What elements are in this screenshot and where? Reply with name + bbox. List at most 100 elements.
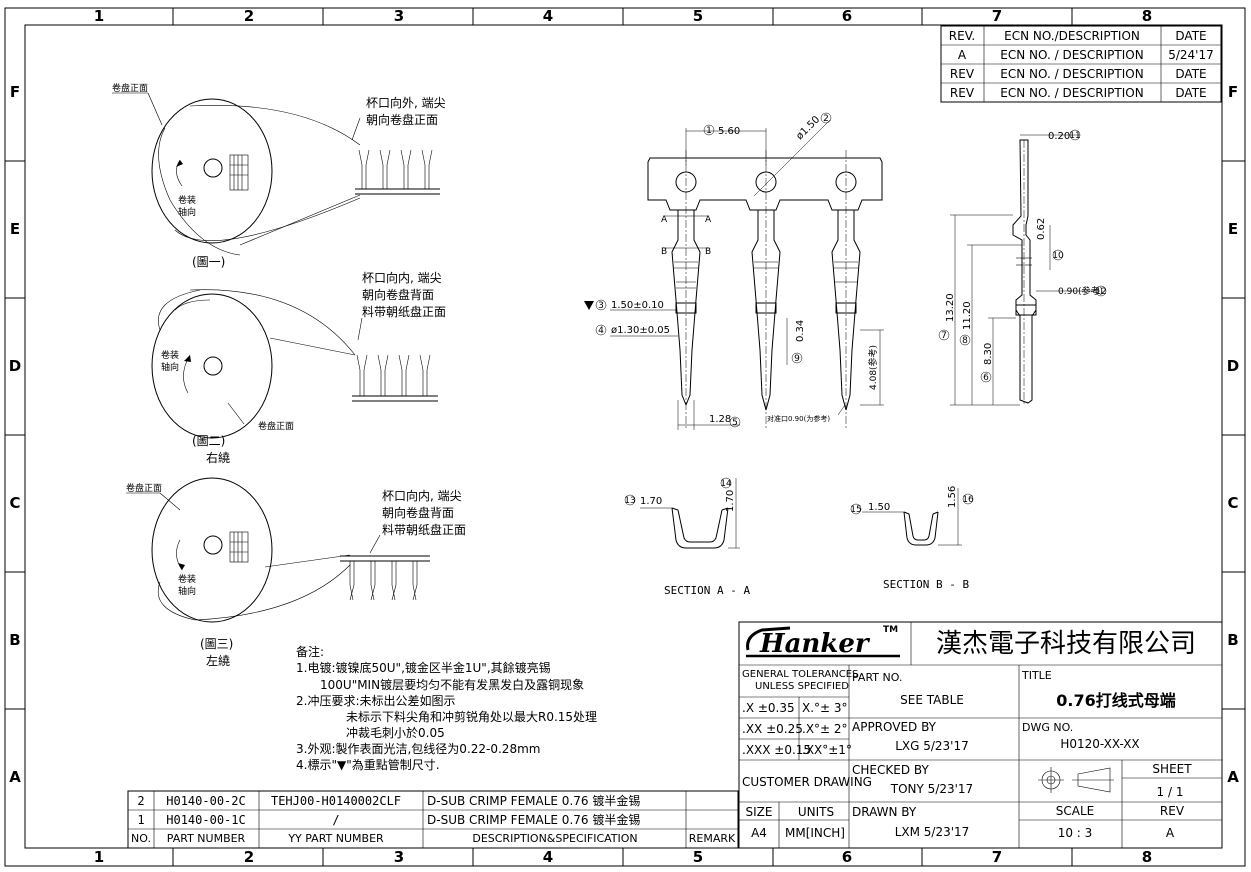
- col-label: 5: [693, 7, 703, 25]
- outer-border: [4, 7, 1246, 867]
- col-label: 8: [1142, 848, 1152, 866]
- tol-cell: .XX°±1°: [802, 743, 852, 757]
- section-b-b: 15 1.50 1.56 16 SECTION B - B: [850, 486, 974, 591]
- grid-labels: 1 2 3 4 5 6 7 8 1 2 3 4 5 6 7 8 F E D C …: [9, 7, 1239, 866]
- bubble: 5: [732, 418, 738, 428]
- section-marker-b: B: [661, 247, 667, 257]
- note-small: 对准口0.90(为参考): [767, 414, 830, 423]
- logo-tm: TM: [883, 625, 898, 635]
- reel3-dir-label: 轴向: [178, 585, 196, 597]
- reel1-caption: (圖一): [192, 255, 225, 269]
- reel-figure-2: 卷装 轴向 卷盘正面 杯口向内, 端尖 朝向卷盘背面 料带朝纸盘正面 (圖二) …: [151, 270, 446, 465]
- row-label: E: [1228, 220, 1238, 238]
- col-label: 3: [394, 848, 404, 866]
- row-label: C: [9, 494, 20, 512]
- bubble: 16: [962, 495, 974, 505]
- tol-cell: .XXX ±0.15: [742, 743, 811, 757]
- reel-figure-3: 卷盘正面 卷装 轴向 杯口向内, 端尖 朝向卷盘背面 料带朝纸盘正面 (圖三) …: [126, 477, 466, 668]
- part-cell: 1: [137, 813, 144, 827]
- bubble: 7: [941, 331, 947, 341]
- company-name: 漢杰電子科技有限公司: [936, 629, 1196, 659]
- row-label: B: [9, 631, 20, 649]
- part-cell: H0140-00-2C: [166, 794, 245, 808]
- reel-figure-1: 卷盘正面 卷装 轴向 杯口向外, 端尖 朝向卷盘正面 (圖一): [112, 82, 446, 269]
- bubble: 4: [598, 326, 604, 336]
- bubble: 2: [823, 114, 829, 124]
- dim-12: 0.90(参考): [1058, 285, 1103, 297]
- checked-label: CHECKED BY: [852, 763, 929, 777]
- bubble: 11: [1069, 131, 1080, 141]
- col-label: 7: [992, 7, 1002, 25]
- reel2-dir-label: 轴向: [161, 361, 179, 373]
- dim-8: 11.20: [962, 301, 973, 330]
- col-label: 1: [94, 848, 104, 866]
- customer-label: CUSTOMER DRAWING: [742, 775, 872, 789]
- rev-header: ECN NO./DESCRIPTION: [1004, 29, 1140, 43]
- col-label: 6: [842, 848, 852, 866]
- col-label: 5: [693, 848, 703, 866]
- dim-10: 0.62: [1036, 218, 1047, 240]
- reel2-dir-label: 卷装: [161, 349, 179, 361]
- reel2-caption: (圖二): [192, 434, 225, 448]
- row-label: F: [1228, 83, 1238, 101]
- col-label: 3: [394, 7, 404, 25]
- bubble: 12: [1095, 287, 1106, 297]
- dwg-label: DWG NO.: [1022, 721, 1073, 734]
- rev-header: REV.: [949, 29, 975, 43]
- parts-header: REMARK: [689, 832, 736, 845]
- reel3-note: 料带朝纸盘正面: [382, 522, 466, 537]
- bubble: 9: [794, 354, 800, 364]
- section-bb-label: SECTION B - B: [883, 578, 969, 591]
- tol-cell: .X°± 2°: [802, 722, 848, 736]
- note-line: 冲裁毛刺小於0.05: [346, 725, 445, 740]
- reel1-note: 朝向卷盘正面: [366, 112, 438, 127]
- bubble: 14: [720, 479, 732, 489]
- reel3-caption-dir: 左繞: [206, 653, 230, 668]
- drawn-label: DRAWN BY: [852, 805, 917, 819]
- size-label: SIZE: [746, 805, 773, 819]
- reel1-dir-label: 卷装: [178, 194, 196, 206]
- part-cell: D-SUB CRIMP FEMALE 0.76 镀半金锡: [427, 793, 640, 808]
- rev-cell: REV: [950, 67, 975, 81]
- note-line: 2.冲压要求:未标出公差如图示: [296, 693, 456, 708]
- note-line: 1.电镀:镀镍底50U",镀金区半金1U",其餘镀亮锡: [296, 660, 551, 675]
- title-block: Hanker TM 漢杰電子科技有限公司 GENERAL TOLERANCES …: [738, 621, 1223, 849]
- sec-bb-width: 1.50: [868, 502, 890, 513]
- units-label: UNITS: [798, 805, 834, 819]
- parts-header: NO.: [131, 832, 151, 845]
- tol-cell: .XX ±0.25: [742, 722, 803, 736]
- row-label: B: [1227, 631, 1238, 649]
- parts-list: 2 H0140-00-2C TEHJ00-H0140002CLF D-SUB C…: [127, 790, 739, 849]
- logo-text: Hanker: [759, 629, 871, 659]
- sec-aa-height: 1.70: [725, 490, 736, 512]
- row-label: A: [9, 768, 21, 786]
- section-aa-label: SECTION A - A: [664, 584, 750, 597]
- front-view: A A B B 1 5.60 ø1.50 2 3 1.50±0.10 4 ø1.…: [584, 112, 884, 430]
- reel3-note: 朝向卷盘背面: [382, 505, 454, 520]
- col-label: 1: [94, 7, 104, 25]
- col-label: 8: [1142, 7, 1152, 25]
- hanker-logo: Hanker TM: [746, 625, 900, 659]
- reel2-caption-dir: 右繞: [206, 450, 230, 465]
- rev-cell: DATE: [1175, 86, 1206, 100]
- drawn-value: LXM 5/23'17: [895, 825, 970, 839]
- part-cell: TEHJ00-H0140002CLF: [271, 794, 401, 808]
- rev-label: REV: [1160, 804, 1185, 818]
- row-label: F: [10, 83, 20, 101]
- reel1-note: 杯口向外, 端尖: [366, 95, 446, 110]
- section-marker-a: A: [705, 215, 712, 225]
- parts-header: DESCRIPTION&SPECIFICATION: [472, 832, 637, 845]
- rev-cell: 5/24'17: [1168, 48, 1214, 62]
- bubble: 10: [1052, 251, 1064, 261]
- row-label: D: [9, 357, 21, 375]
- reel3-dir-label: 卷装: [178, 573, 196, 585]
- side-view: 0.20 11 0.62 10 0.90(参考) 12 13.20 7 11.2…: [938, 129, 1107, 406]
- rev-cell: A: [958, 48, 967, 62]
- row-label: C: [1227, 494, 1238, 512]
- rev-value: A: [1166, 826, 1175, 840]
- tol-head: UNLESS SPECIFIED: [755, 681, 849, 692]
- reel1-front-label: 卷盘正面: [112, 82, 148, 94]
- tol-cell: X.°± 3°: [802, 701, 848, 715]
